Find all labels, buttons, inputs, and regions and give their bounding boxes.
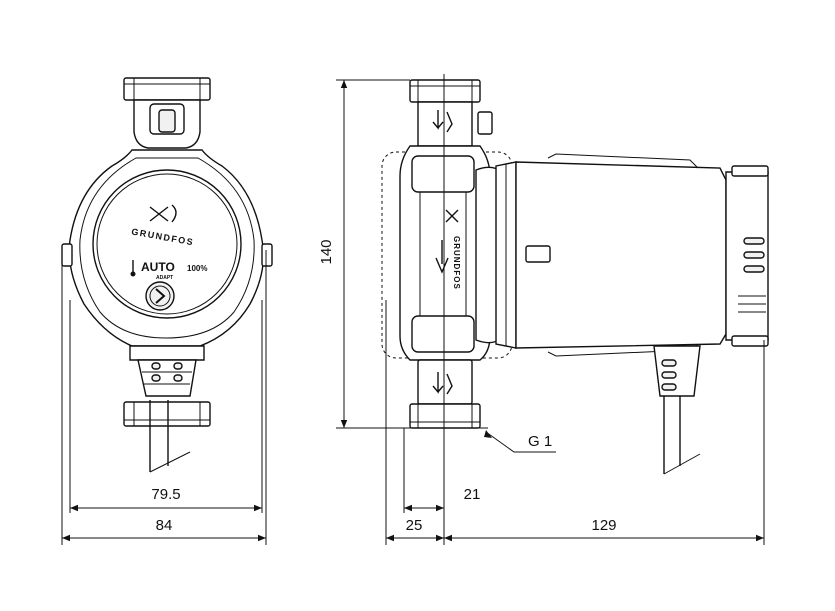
front-bottom-port <box>123 401 211 427</box>
faceplate-mode: AUTO <box>141 260 175 274</box>
side-cable-cap <box>653 345 701 397</box>
cable-cap <box>137 359 197 397</box>
chevron-right-icon <box>155 288 166 304</box>
side-bottom-port <box>409 403 481 429</box>
front-view: GRUNDFOS AUTO ADAPT 100% <box>61 77 273 473</box>
thread-leader <box>485 431 556 453</box>
mode-button[interactable] <box>145 281 175 311</box>
dim-inlet-offset-label: 21 <box>464 486 481 503</box>
dim-width-outer-label: 84 <box>156 517 173 534</box>
side-view: GRUNDFOS <box>381 74 769 545</box>
faceplate-mode-sub: ADAPT <box>156 275 173 281</box>
dim-width-inner-label: 79.5 <box>151 486 180 503</box>
faceplate <box>92 169 242 319</box>
thermometer-icon <box>130 260 136 277</box>
thread-label: G 1 <box>528 433 552 450</box>
flow-arrow-bottom-icon <box>432 372 444 394</box>
dim-height-label: 140 <box>318 239 335 264</box>
side-logo-icon <box>445 209 459 223</box>
flow-arrow-mid-icon <box>435 240 449 274</box>
side-top-port <box>409 79 481 103</box>
dim-motor-length-label: 129 <box>591 517 616 534</box>
side-brand: GRUNDFOS <box>452 236 461 290</box>
dimension-lines: 79.5 84 140 21 25 129 G 1 <box>61 79 765 545</box>
faceplate-percent: 100% <box>187 264 207 273</box>
dim-port-depth-label: 25 <box>406 517 423 534</box>
front-top-port <box>123 77 211 101</box>
pump-body <box>399 145 491 361</box>
flow-arrow-top-icon <box>432 110 444 130</box>
grundfos-logo-icon <box>149 204 177 223</box>
